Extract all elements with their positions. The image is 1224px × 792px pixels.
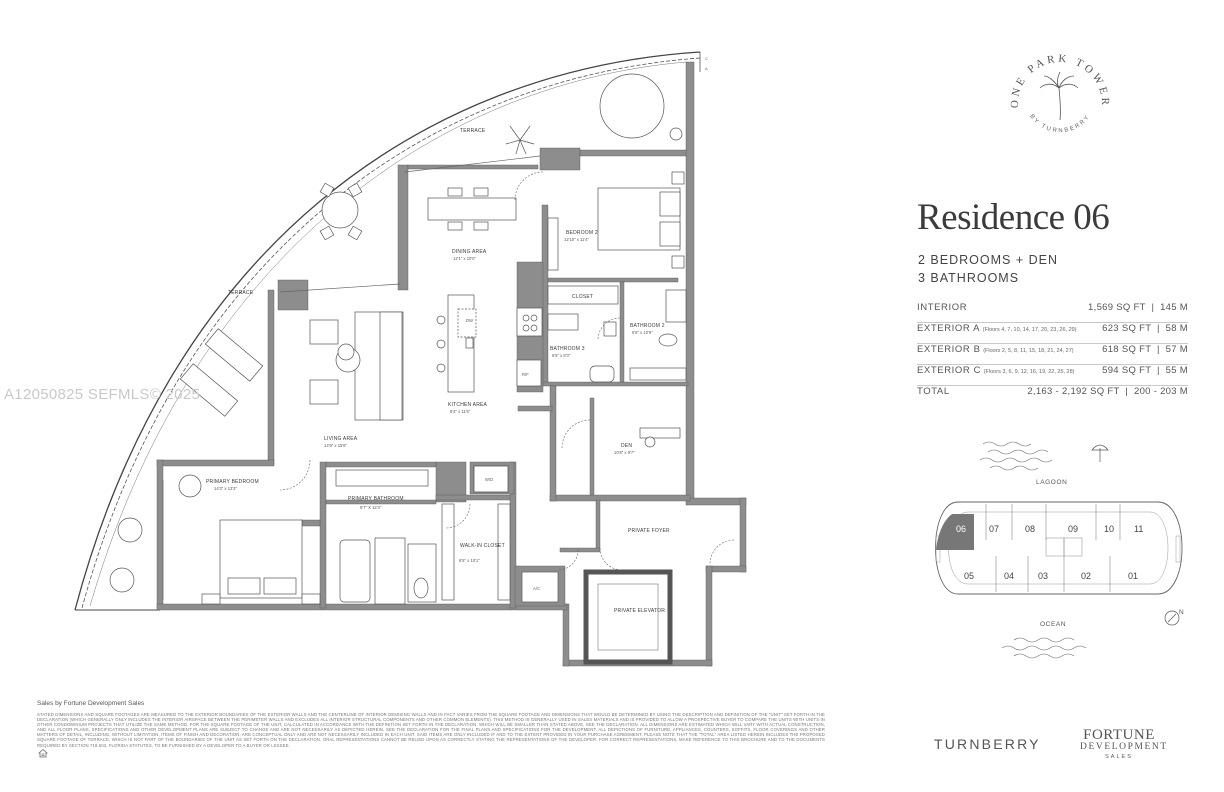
spec-value: 2,163 - 2,192 SQ FT | 200 - 203 M	[1027, 386, 1188, 397]
fixture-rf: R/F	[522, 372, 529, 377]
area-specs-table: INTERIOR 1,569 SQ FT | 145 M EXTERIOR A …	[917, 302, 1188, 406]
palm-icon	[1039, 71, 1079, 121]
room-dims-primary-bedroom: 14'3" x 13'3"	[214, 486, 237, 491]
room-label-closet: CLOSET	[572, 294, 593, 300]
unit-01: 01	[1128, 571, 1138, 581]
unit-08: 08	[1025, 524, 1035, 534]
room-label-terrace-left: TERRACE	[228, 290, 254, 296]
fortune-logo: FORTUNE DEVELOPMENT SALES	[1080, 727, 1168, 761]
room-label-private-foyer: PRIVATE FOYER	[628, 528, 670, 534]
fortune-logo-line3: SALES	[1105, 754, 1133, 760]
room-label-kitchen: KITCHEN AREA	[448, 402, 488, 408]
room-label-living: LIVING AREA	[324, 436, 358, 442]
terrace-outer-edge	[74, 51, 701, 611]
legal-disclaimer: STATED DIMENSIONS AND SQUARE FOOTAGES AR…	[37, 712, 825, 748]
room-dims-bathroom3: 6'5" x 8'3"	[552, 353, 571, 358]
spec-row: INTERIOR 1,569 SQ FT | 145 M	[917, 302, 1188, 323]
room-label-den: DEN	[621, 443, 632, 449]
spec-floors: (Floors 4, 7, 10, 14, 17, 20, 23, 26, 29…	[982, 327, 1077, 333]
room-label-dining: DINING AREA	[452, 249, 487, 255]
spec-floors: (Floors 3, 6, 9, 12, 16, 19, 22, 25, 28)	[983, 369, 1075, 375]
room-label-bathroom3: BATHROOM 3	[550, 346, 585, 352]
spec-row: EXTERIOR B (Floors 2, 5, 8, 11, 15, 18, …	[917, 344, 1188, 365]
residence-title: Residence 06	[917, 197, 1110, 238]
room-label-private-elevator: PRIVATE ELEVATOR	[614, 608, 665, 614]
ocean-waves-icon	[1001, 637, 1087, 659]
fortune-logo-line1: FORTUNE	[1083, 727, 1155, 743]
unit-06: 06	[956, 524, 966, 534]
bathroom-count: 3 BATHROOMS	[918, 271, 1020, 285]
unit-11: 11	[1134, 524, 1143, 534]
room-dims-kitchen: 8'4" x 11'6"	[450, 409, 471, 414]
spec-label: EXTERIOR B	[917, 344, 981, 355]
umbrella-icon	[1091, 444, 1109, 462]
spec-value: 618 SQ FT | 57 M	[1102, 344, 1188, 355]
unit-07: 07	[989, 524, 999, 534]
plant-icon	[505, 125, 535, 155]
fixture-dw: DW	[466, 318, 473, 323]
spec-value: 1,569 SQ FT | 145 M	[1088, 302, 1188, 313]
spec-label: TOTAL	[917, 386, 950, 397]
one-park-tower-logo: ONE PARK TOWER BY TURNBERRY	[1009, 53, 1108, 135]
spec-row: EXTERIOR C (Floors 3, 6, 9, 12, 16, 19, …	[917, 365, 1188, 386]
room-label-walkin: WALK-IN CLOSET	[460, 543, 505, 549]
turnberry-logo: TURNBERRY	[934, 736, 1041, 752]
room-dims-walkin: 6'5" x 10'1"	[459, 558, 480, 563]
room-dims-living: 14'9" x 15'6"	[324, 443, 347, 448]
lagoon-waves-icon	[979, 441, 1053, 471]
unit-09: 09	[1068, 524, 1078, 534]
mls-watermark: A12050825 SEFMLS© 2025	[4, 386, 201, 403]
svg-text:A: A	[705, 66, 708, 71]
room-label-primary-bathroom: PRIMARY BATHROOM	[348, 496, 404, 502]
north-arrow-icon	[1164, 610, 1180, 626]
sales-credit: Sales by Fortune Development Sales	[37, 700, 145, 707]
unit-04: 04	[1004, 571, 1014, 581]
room-dims-primary-bathroom: 9'7" X 12'4"	[360, 505, 382, 510]
spec-label: EXTERIOR A	[917, 323, 981, 334]
spec-value: 594 SQ FT | 55 M	[1102, 365, 1188, 376]
spec-label: INTERIOR	[917, 302, 968, 313]
room-label-bathroom2: BATHROOM 2	[630, 323, 665, 329]
spec-row: EXTERIOR A (Floors 4, 7, 10, 14, 17, 20,…	[917, 323, 1188, 344]
unit-10: 10	[1104, 524, 1114, 534]
elevator-shaft	[583, 569, 673, 665]
building-key-plan: LAGOON 06 07 08 09 10 11 05 04 03 02 01 …	[935, 441, 1184, 659]
furniture	[109, 73, 687, 605]
fortune-logo-line2: DEVELOPMENT	[1080, 742, 1168, 752]
unit-02: 02	[1081, 571, 1091, 581]
unit-05: 05	[964, 571, 974, 581]
fixture-wd: W/D	[485, 477, 493, 482]
room-label-bedroom2: BEDROOM 2	[566, 230, 598, 236]
svg-text:C: C	[705, 56, 708, 61]
floor-plan: C A	[74, 51, 747, 667]
ocean-label: OCEAN	[1040, 621, 1066, 628]
fixture-ac: A/C	[533, 586, 540, 591]
room-dims-bathroom2: 5'8" x 10'9"	[632, 330, 653, 335]
unit-06-highlight	[936, 514, 974, 550]
equal-housing-icon	[38, 748, 48, 758]
lagoon-label: LAGOON	[1036, 479, 1067, 486]
spec-row-total: TOTAL 2,163 - 2,192 SQ FT | 200 - 203 M	[917, 386, 1188, 406]
room-dims-den: 10'8" x 9'7"	[614, 450, 635, 455]
room-dims-bedroom2: 12'10" x 11'4"	[564, 237, 589, 242]
north-label: N	[1179, 609, 1184, 616]
bedroom-count: 2 BEDROOMS + DEN	[918, 253, 1058, 267]
unit-03: 03	[1038, 571, 1048, 581]
spec-floors: (Floors 2, 5, 8, 11, 15, 18, 21, 24, 27)	[983, 348, 1074, 354]
room-dims-dining: 12'1" x 10'0"	[453, 256, 476, 261]
spec-value: 623 SQ FT | 58 M	[1102, 323, 1188, 334]
room-label-terrace-top: TERRACE	[460, 128, 486, 134]
room-label-primary-bedroom: PRIMARY BEDROOM	[206, 479, 259, 485]
spec-label: EXTERIOR C	[917, 365, 982, 376]
